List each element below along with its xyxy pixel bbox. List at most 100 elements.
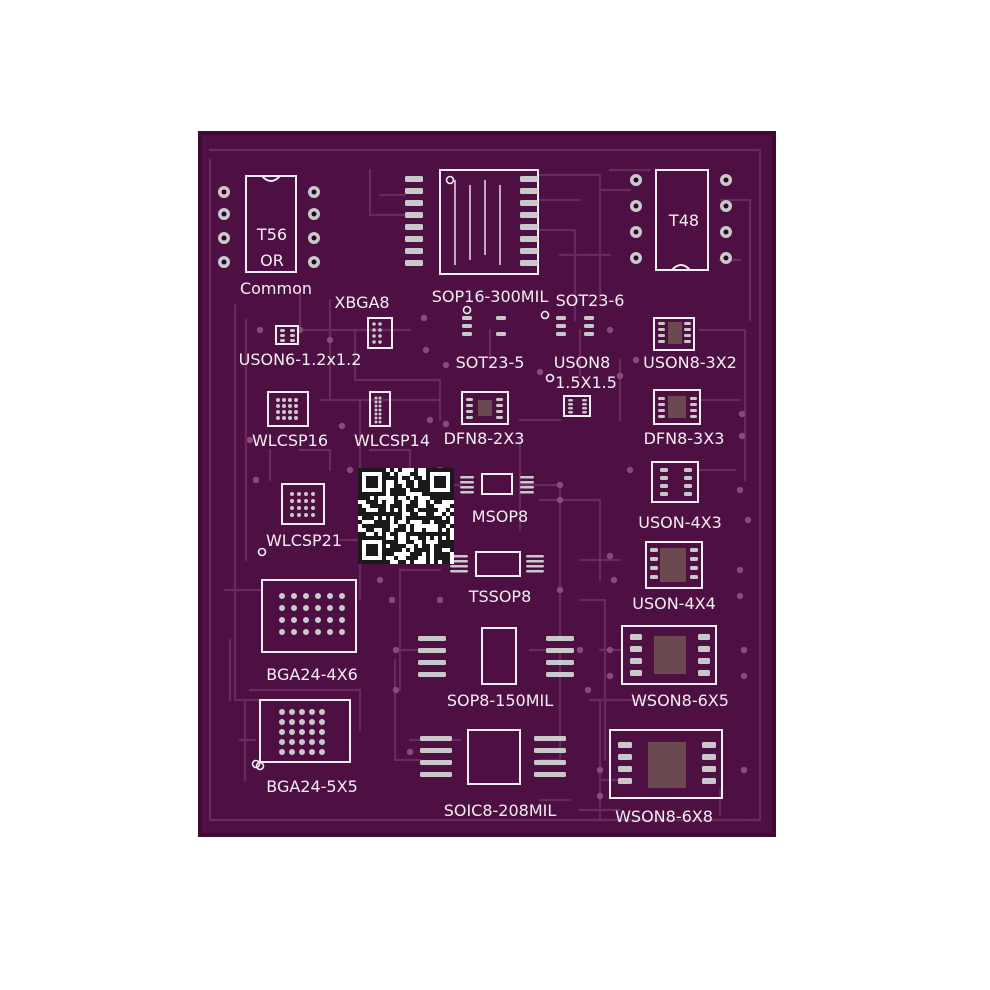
- qr-module: [362, 496, 366, 500]
- via: [584, 686, 592, 694]
- soic8-pad: [534, 760, 566, 765]
- pad: [618, 766, 632, 772]
- qr-module: [402, 524, 406, 528]
- xbga8-ball: [378, 334, 382, 338]
- bga24-4x6-ball: [303, 629, 309, 635]
- pad: [658, 403, 665, 406]
- soic8-pad: [420, 748, 452, 753]
- bga24-4x6-ball: [279, 629, 285, 635]
- qr-module: [374, 524, 378, 528]
- drill: [221, 259, 227, 265]
- xbga8-ball: [372, 328, 376, 332]
- wlcsp14-ball: [378, 412, 382, 416]
- qr-module: [382, 512, 386, 516]
- sot23-6-pad: [556, 332, 566, 336]
- msop8-pad: [460, 486, 474, 489]
- qr-module: [378, 508, 382, 512]
- via: [740, 766, 748, 774]
- wlcsp16-ball: [288, 410, 292, 414]
- qr-module: [374, 496, 378, 500]
- drill: [311, 259, 317, 265]
- qr-module: [426, 508, 430, 512]
- qr-module: [446, 496, 450, 500]
- label-wson8-6x5: WSON8-6X5: [631, 691, 729, 710]
- qr-module: [374, 520, 378, 524]
- qr-module: [414, 488, 418, 492]
- bga24-4x6-ball: [315, 617, 321, 623]
- bga24-5x5-ball: [299, 719, 305, 725]
- qr-module: [422, 548, 426, 552]
- qr-module: [406, 480, 410, 484]
- qr-module: [446, 528, 450, 532]
- qr-module: [390, 544, 394, 548]
- qr-module: [434, 516, 438, 520]
- qr-module: [422, 528, 426, 532]
- pad: [698, 646, 710, 652]
- wlcsp16-ball: [282, 416, 286, 420]
- qr-module: [410, 556, 414, 560]
- xbga8-ball: [378, 340, 382, 344]
- pad: [630, 646, 642, 652]
- qr-module: [366, 496, 370, 500]
- wlcsp21-ball: [311, 499, 315, 503]
- qr-module: [406, 556, 410, 560]
- qr-module: [418, 480, 422, 484]
- qr-module: [446, 540, 450, 544]
- qr-module: [390, 476, 394, 480]
- qr-module: [434, 560, 438, 564]
- bga24-5x5-ball: [299, 749, 305, 755]
- bga24-5x5-ball: [319, 729, 325, 735]
- label-wlcsp14: WLCSP14: [354, 431, 430, 450]
- pad: [684, 492, 692, 496]
- drill: [633, 203, 639, 209]
- pad: [466, 416, 473, 419]
- via: [246, 436, 254, 444]
- qr-module: [442, 556, 446, 560]
- sop16-pad: [405, 188, 423, 194]
- qr-module: [402, 492, 406, 496]
- label-bga24-4x6: BGA24-4X6: [266, 665, 358, 684]
- qr-module: [398, 512, 402, 516]
- qr-module: [390, 548, 394, 552]
- bga24-5x5-ball: [279, 709, 285, 715]
- qr-module: [430, 532, 434, 536]
- qr-module: [434, 544, 438, 548]
- qr-module: [390, 512, 394, 516]
- qr-module: [418, 548, 422, 552]
- qr-module: [422, 492, 426, 496]
- qr-module: [390, 492, 394, 496]
- sop16-pad: [520, 176, 538, 182]
- label-bga24-5x5: BGA24-5X5: [266, 777, 358, 796]
- wlcsp16-ball: [282, 404, 286, 408]
- qr-module: [402, 560, 406, 564]
- pin1-marker: [462, 305, 472, 315]
- wlcsp16-ball: [288, 404, 292, 408]
- pad: [690, 415, 697, 418]
- qr-module: [430, 496, 434, 500]
- qr-module: [366, 516, 370, 520]
- sot23-5-pad: [462, 332, 472, 336]
- sop16-pad: [405, 260, 423, 266]
- qr-module: [394, 536, 398, 540]
- via: [616, 372, 624, 380]
- qr-module: [438, 516, 442, 520]
- bga24-4x6-ball: [339, 617, 345, 623]
- via: [632, 356, 640, 364]
- qr-module: [378, 520, 382, 524]
- sop8-outline: [481, 627, 517, 685]
- uson8-outline: [563, 395, 591, 417]
- qr-module: [426, 552, 430, 556]
- qr-module: [442, 512, 446, 516]
- sop16-pad: [405, 212, 423, 218]
- label-sot23-6: SOT23-6: [556, 291, 625, 310]
- qr-module: [410, 512, 414, 516]
- label-uson8-size: 1.5X1.5: [555, 373, 617, 392]
- pad: [690, 403, 697, 406]
- qr-module: [446, 556, 450, 560]
- via: [388, 596, 396, 604]
- xbga8-outline: [367, 317, 393, 349]
- sop8-pad: [546, 648, 574, 653]
- qr-module: [414, 468, 418, 472]
- drill: [633, 177, 639, 183]
- qr-code: [358, 468, 454, 564]
